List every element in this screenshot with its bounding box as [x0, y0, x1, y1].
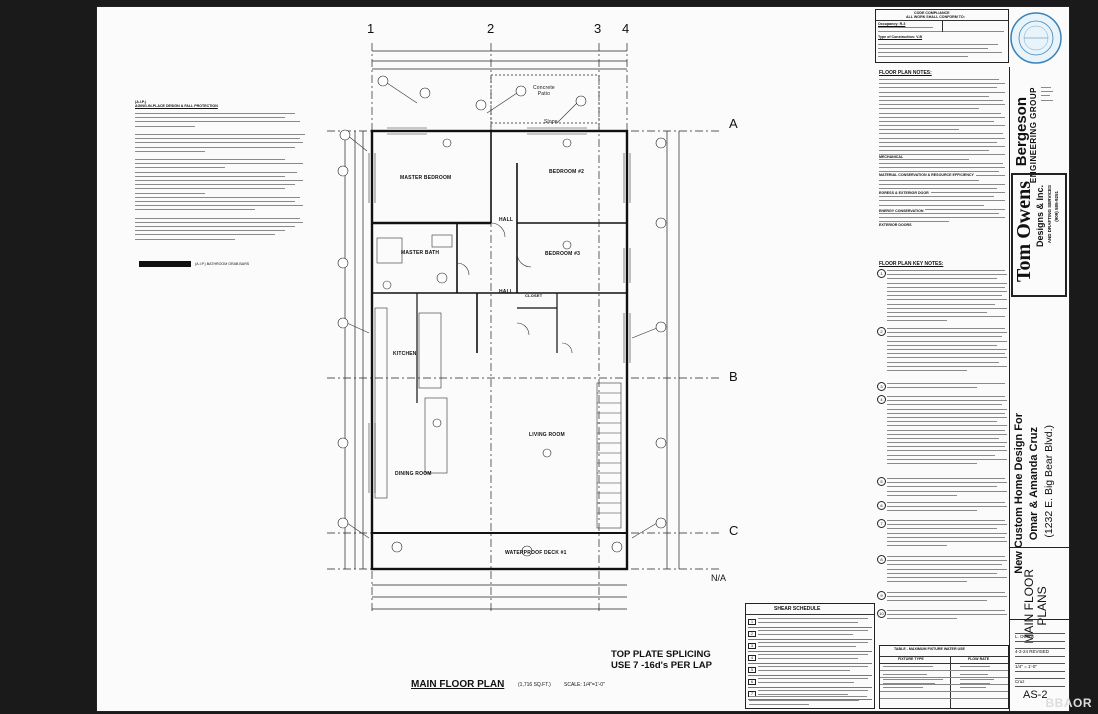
- redacted-bar: [139, 261, 191, 267]
- engineer-name: Bergeson: [1013, 97, 1030, 167]
- grid-letter-c: C: [729, 523, 739, 538]
- key-note-marker: 3: [877, 382, 886, 391]
- room-hall-2: HALL: [499, 289, 514, 295]
- grid-number-3: 3: [594, 21, 602, 36]
- grid-number-1: 1: [367, 21, 375, 36]
- notes-egress: EGRESS & EXTERIOR DOOR: [879, 191, 931, 196]
- room-master-bedroom: MASTER BEDROOM: [400, 175, 452, 181]
- key-note-marker: 7: [877, 519, 886, 528]
- notes-material: MATERIAL CONSERVATION & RESOURCE EFFICIE…: [879, 173, 976, 178]
- shear-schedule: SHEAR SCHEDULE 1 2 3 4 5: [745, 603, 875, 709]
- job-name: Cruz: [1015, 679, 1065, 687]
- title-block-info: L. Owens 4-2-24 REVISED 1/4" = 1'-0" Cru…: [1015, 623, 1065, 687]
- project-line-2: Omar & Amanda Cruz: [1028, 427, 1040, 541]
- notes-exterior: EXTERIOR DOORS: [879, 223, 914, 228]
- grid-number-2: 2: [487, 21, 495, 36]
- room-kitchen: KITCHEN: [393, 351, 417, 357]
- key-note-marker: 2: [877, 327, 886, 336]
- sheet-scale: 1/4" = 1'-0": [1015, 664, 1065, 672]
- notes-energy: ENERGY CONSERVATION: [879, 209, 926, 214]
- project-line-3: (1232 E. Big Bear Blvd.): [1043, 425, 1055, 538]
- key-note-marker: 5: [877, 477, 886, 486]
- room-concrete-patio: Concrete Patio: [533, 85, 555, 97]
- revision-date: 4-2-24 REVISED: [1015, 649, 1065, 657]
- fixture-water-table: TABLE - MAXIMUM FIXTURE WATER USE FIXTUR…: [879, 645, 1009, 709]
- key-note-marker: 10: [877, 609, 886, 618]
- engineer-group: ENGINEERING GROUP: [1029, 87, 1038, 184]
- room-bedroom-2: BEDROOM #2: [549, 169, 585, 175]
- aip-notes-text: [135, 113, 305, 243]
- drawing-title: MAIN FLOOR PLAN: [411, 679, 505, 690]
- floor-plan-drawing: [327, 43, 719, 613]
- code-compliance-box: CODE COMPLIANCE ALL WORK SHALL CONFORM T…: [875, 9, 1009, 63]
- key-note-marker: 6: [877, 501, 886, 510]
- shear-rows: 1 2 3 4 5 6 7: [748, 616, 872, 700]
- engineer-seal-icon: [1010, 12, 1062, 64]
- room-slope: Slope: [544, 119, 558, 125]
- drawing-sheet: (A.I.P.) AGING-IN-PLACE DESIGN & FALL PR…: [96, 6, 1070, 712]
- room-hall-1: HALL: [499, 217, 514, 223]
- grid-letter-a: A: [729, 116, 738, 131]
- room-dining-room: DINING ROOM: [395, 471, 432, 477]
- aip-bars-label: (A.I.P.) BATHROOM GRAB BARS: [195, 262, 250, 266]
- key-note-marker: 9: [877, 591, 886, 600]
- grid-na: N/A: [711, 573, 727, 583]
- engineer-contact: [1041, 87, 1055, 147]
- notes-mechanical: MECHANICAL: [879, 155, 906, 160]
- floor-plan-notes-title: FLOOR PLAN NOTES:: [879, 70, 932, 76]
- key-note-marker: 4: [877, 395, 886, 404]
- sheet-number: AS-2: [1023, 689, 1048, 701]
- room-closet: CLOSET: [525, 293, 543, 298]
- top-plate-note: TOP PLATE SPLICING USE 7 -16d's PER LAP: [611, 649, 712, 671]
- drawing-sqft: (1,716 SQ.FT.): [518, 682, 551, 688]
- room-master-bath: MASTER BATH: [401, 250, 440, 256]
- key-note-marker: 1: [877, 269, 886, 278]
- aip-title: AGING-IN-PLACE DESIGN & FALL PROTECTION: [135, 104, 218, 108]
- key-notes-title: FLOOR PLAN KEY NOTES:: [879, 261, 944, 267]
- room-waterproof-deck: WATERPROOF DECK #1: [505, 550, 567, 556]
- title-block-border: [1009, 67, 1010, 711]
- watermark: BBAOR: [1045, 696, 1092, 710]
- grid-number-4: 4: [622, 21, 630, 36]
- floor-plan-notes-text: [879, 79, 1007, 226]
- designer-logo: Tom Owens Designs & Inc. AND DRAFTING SE…: [1011, 173, 1067, 297]
- grid-letter-b: B: [729, 369, 738, 384]
- key-notes-list: 1 2 3 4 5 6 7 8 9 10: [877, 269, 1009, 629]
- key-note-marker: 8: [877, 555, 886, 564]
- aip-code: (A.I.P.): [135, 100, 146, 104]
- project-line-1: New Custom Home Design For: [1013, 413, 1025, 574]
- room-bedroom-3: BEDROOM #3: [545, 251, 581, 257]
- drawn-by: L. Owens: [1015, 634, 1065, 642]
- drawing-scale: SCALE: 1/4"=1'-0": [564, 682, 605, 688]
- room-living-room: LIVING ROOM: [529, 432, 565, 438]
